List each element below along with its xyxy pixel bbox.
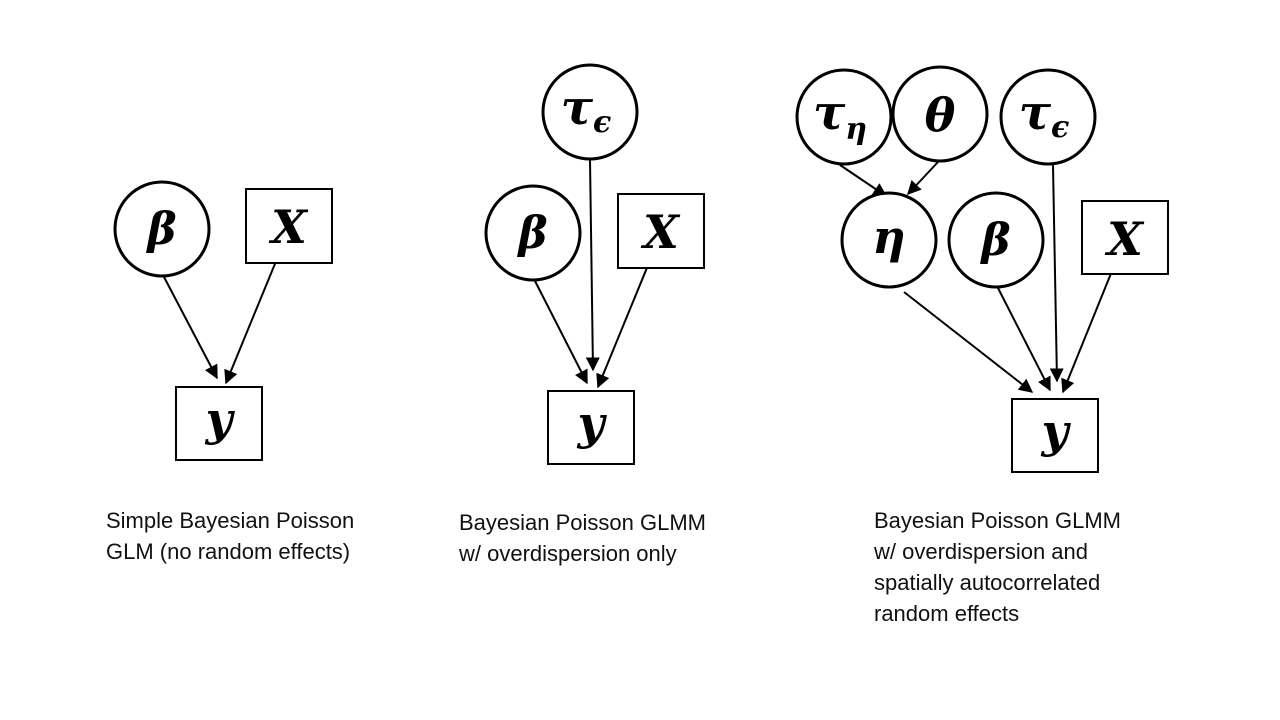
node-tau-eps: τϵ: [999, 68, 1097, 166]
node-tau-eps-subscript: ϵ: [1051, 110, 1069, 145]
node-y-symbol: y: [1041, 404, 1072, 458]
node-beta: β: [947, 191, 1045, 289]
node-theta-circle: [891, 65, 989, 163]
node-y: y: [1011, 398, 1099, 473]
node-eta-circle: [840, 191, 938, 289]
node-x: X: [617, 193, 705, 269]
node-y: y: [547, 390, 635, 465]
node-tau-eps-subscript: ϵ: [593, 105, 611, 140]
node-beta-symbol: β: [516, 208, 547, 259]
node-beta-symbol: β: [145, 204, 176, 255]
node-beta: β: [484, 184, 582, 282]
diagram-simple-glm: β X y: [113, 180, 333, 461]
edge-beta-to-y: [534, 280, 588, 385]
node-tau-eps-label: τϵ: [561, 80, 612, 140]
node-tau-eta-circle: [795, 68, 893, 166]
node-tau-eps: τϵ: [541, 63, 639, 161]
node-theta: θ: [891, 65, 989, 163]
node-tau-eta-subscript: η: [845, 112, 867, 147]
node-eta: η: [840, 191, 938, 289]
caption-glmm-overdispersion: Bayesian Poisson GLMM w/ overdispersion …: [459, 510, 706, 566]
edge-tau-eps-to-y: [1049, 164, 1064, 383]
node-y-symbol: y: [577, 396, 608, 450]
node-tau-eta-symbol: τ: [813, 85, 846, 141]
edge-theta-to-eta: [907, 161, 939, 196]
node-beta-circle: [484, 184, 582, 282]
edge-eta-to-y: [903, 291, 1034, 393]
diagram-glmm-overdispersion: τϵ β X y: [484, 63, 705, 465]
node-theta-symbol: θ: [925, 88, 956, 142]
node-eta-symbol: η: [872, 210, 905, 264]
node-y-symbol: y: [205, 392, 236, 446]
node-y-box: [175, 386, 263, 461]
edge-x-to-y: [224, 253, 280, 385]
edge-tau-eps-to-y: [585, 159, 600, 372]
node-x: X: [245, 188, 333, 264]
node-x-box: [245, 188, 333, 264]
node-tau-eps-symbol: τ: [561, 80, 594, 136]
node-x: X: [1081, 200, 1169, 275]
node-tau-eps-circle: [541, 63, 639, 161]
edge-x-to-y: [596, 257, 652, 389]
edge-x-to-y: [1061, 265, 1115, 394]
node-tau-eta: τη: [795, 68, 893, 166]
edge-beta-to-y: [163, 276, 218, 380]
node-y-box: [1011, 398, 1099, 473]
node-x-symbol: X: [1104, 212, 1145, 266]
edge-beta-to-y: [997, 287, 1051, 392]
node-tau-eps-circle: [999, 68, 1097, 166]
node-beta-circle: [113, 180, 211, 278]
caption-glmm-spatial: Bayesian Poisson GLMM w/ overdispersion …: [874, 508, 1121, 626]
node-y: y: [175, 386, 263, 461]
node-beta-symbol: β: [979, 215, 1010, 266]
node-tau-eps-symbol: τ: [1019, 85, 1052, 141]
node-tau-eps-label: τϵ: [1019, 85, 1070, 145]
diagram-glmm-spatial: τη θ τϵ η β X y: [795, 65, 1169, 473]
node-x-symbol: X: [640, 205, 681, 259]
node-x-box: [1081, 200, 1169, 275]
node-beta: β: [113, 180, 211, 278]
node-tau-eta-label: τη: [813, 85, 867, 147]
node-x-symbol: X: [268, 200, 309, 254]
node-y-box: [547, 390, 635, 465]
edge-tau-eta-to-eta: [839, 164, 888, 197]
node-x-box: [617, 193, 705, 269]
caption-simple-glm: Simple Bayesian Poisson GLM (no random e…: [106, 508, 355, 564]
node-beta-circle: [947, 191, 1045, 289]
